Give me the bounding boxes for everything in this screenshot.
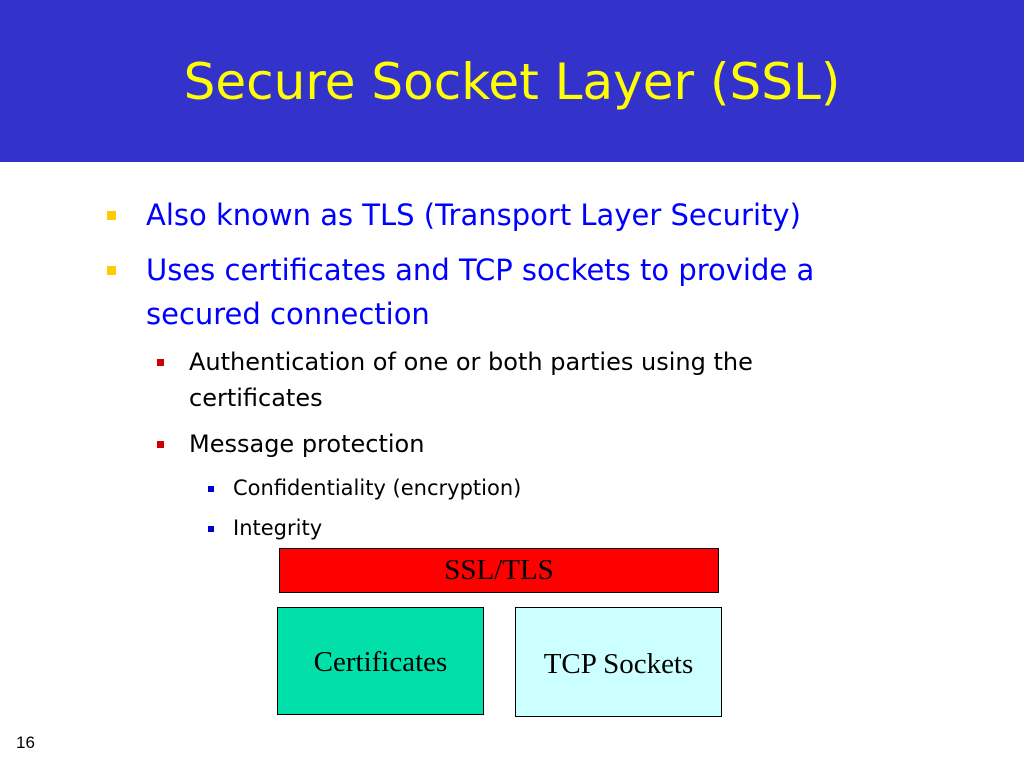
ssl-tls-box: SSL/TLS bbox=[279, 548, 719, 593]
bullet-text-line-1: Uses certificates and TCP sockets to pro… bbox=[146, 253, 815, 287]
page-number: 16 bbox=[16, 733, 35, 752]
sub-sub-bullet-integrity: Integrity bbox=[208, 512, 323, 544]
sub-sub-bullet-text: Integrity bbox=[233, 516, 323, 540]
square-bullet-icon bbox=[107, 266, 116, 275]
sub-bullet-text-line-2: certificates bbox=[189, 384, 323, 412]
sub-bullet-text: Message protection bbox=[189, 430, 425, 458]
certificates-box: Certificates bbox=[277, 607, 484, 715]
sub-bullet-text-line-1: Authentication of one or both parties us… bbox=[189, 348, 753, 376]
sub-sub-bullet-text: Confidentiality (encryption) bbox=[233, 476, 522, 500]
square-bullet-icon bbox=[208, 486, 214, 492]
square-bullet-icon bbox=[208, 526, 214, 532]
bullet-tls: Also known as TLS (Transport Layer Secur… bbox=[107, 193, 801, 237]
slide-title: Secure Socket Layer (SSL) bbox=[183, 53, 841, 111]
square-bullet-icon bbox=[157, 359, 164, 366]
bullet-text-line-2: secured connection bbox=[146, 297, 430, 331]
bullet-text: Also known as TLS (Transport Layer Secur… bbox=[146, 198, 801, 232]
sub-bullet-authentication: Authentication of one or both parties us… bbox=[157, 344, 753, 416]
sub-bullet-message-protection: Message protection bbox=[157, 426, 425, 462]
bullet-uses-certificates: Uses certificates and TCP sockets to pro… bbox=[107, 248, 815, 336]
title-bar: Secure Socket Layer (SSL) bbox=[0, 0, 1024, 162]
square-bullet-icon bbox=[107, 211, 116, 220]
tcp-sockets-box: TCP Sockets bbox=[515, 607, 722, 717]
square-bullet-icon bbox=[157, 441, 164, 448]
sub-sub-bullet-confidentiality: Confidentiality (encryption) bbox=[208, 472, 522, 504]
